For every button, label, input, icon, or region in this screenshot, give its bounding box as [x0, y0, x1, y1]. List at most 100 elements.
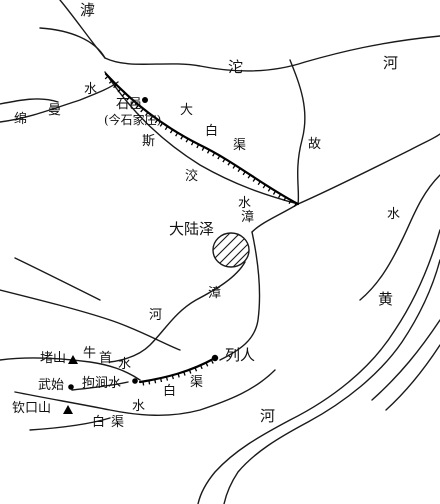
zhang-river-main	[109, 261, 246, 363]
label-shui-right: 水	[387, 207, 401, 222]
label-he-top: 河	[383, 54, 399, 72]
label-shiyi: 石邑	[116, 97, 143, 112]
huang-river-line-2	[223, 259, 440, 504]
label-shui-lower: 水	[132, 399, 146, 414]
canal-tick	[196, 144, 200, 149]
zhang-river-upper	[251, 203, 299, 233]
canal-tick	[117, 88, 122, 93]
label-lieren: 列人	[225, 346, 256, 364]
canal-tick	[267, 187, 271, 192]
canal-tick	[252, 177, 256, 182]
canal-tick	[121, 92, 126, 97]
canal-tick	[205, 362, 209, 367]
canal-tick	[140, 108, 144, 113]
canal-tick	[149, 115, 154, 120]
canal-tick	[272, 190, 277, 195]
label-zhang-mid: 漳	[208, 286, 222, 301]
canal-tick	[104, 75, 109, 80]
canal-tick	[232, 164, 236, 169]
canal-tick	[206, 149, 210, 154]
label-shui-siji: 水	[238, 196, 252, 211]
north-east-river	[297, 133, 440, 205]
canal-tick	[237, 167, 241, 173]
canal-tick	[130, 100, 135, 105]
mianman-branch	[0, 98, 59, 105]
label-mian: 绵	[14, 112, 28, 127]
label-daluze: 大陆泽	[169, 220, 215, 238]
label-dushan: 堵山	[40, 351, 67, 366]
label-bai-bottom: 白	[92, 415, 106, 430]
huang-trib-line-2	[385, 344, 440, 411]
canal-tick	[199, 364, 203, 370]
canal-tick	[212, 152, 216, 157]
wushi-marker	[68, 384, 74, 390]
label-niu: 牛	[83, 346, 97, 361]
niushou-river	[0, 357, 141, 381]
dushan-marker	[68, 355, 78, 364]
zhang-middle	[219, 231, 261, 361]
canal-tick	[227, 161, 231, 166]
he-left-river	[0, 289, 181, 351]
canal-tick	[194, 367, 198, 372]
canal-tick	[108, 80, 113, 84]
label-bai-lower: 白	[163, 384, 177, 399]
label-huang: 黄	[378, 290, 394, 308]
label-wushi: 武始	[38, 378, 65, 393]
jujian-marker	[132, 378, 138, 384]
canal-tick	[169, 129, 174, 134]
canal-tick	[217, 155, 221, 160]
canal-tick	[242, 171, 246, 176]
label-man: 曼	[48, 103, 62, 118]
canal-tick	[222, 158, 226, 163]
jujian-river	[71, 381, 129, 391]
hutuo-old-course	[289, 59, 306, 205]
canal-tick	[135, 104, 140, 109]
canal-tick	[154, 379, 157, 384]
canal-tick	[190, 141, 194, 146]
label-jujian: 拘涧水	[82, 376, 122, 391]
daluze-lake	[212, 232, 250, 268]
label-gu: 故	[308, 137, 322, 152]
canal-tick	[165, 376, 169, 381]
label-shui-niushou: 水	[118, 357, 132, 372]
canal-tick	[148, 380, 151, 385]
huang-river-line-1	[197, 229, 440, 504]
canal-tick	[283, 196, 287, 202]
canal-tick	[247, 174, 251, 179]
canal-tick	[160, 377, 163, 383]
lower-river-2	[29, 417, 111, 431]
lieren-marker	[211, 354, 219, 362]
canal-tick	[126, 96, 130, 101]
label-qu-bottom: 渠	[111, 415, 125, 430]
label-da: 大	[180, 103, 194, 118]
label-shui-mianman: 水	[84, 82, 98, 97]
canal-tick	[180, 135, 184, 140]
canal-tick	[201, 146, 205, 151]
canal-tick	[164, 126, 169, 131]
canal-tick	[293, 202, 297, 207]
canal-tick	[154, 119, 159, 124]
canal-tick	[183, 371, 186, 376]
canal-tick	[257, 181, 261, 186]
label-bai: 白	[205, 124, 219, 139]
qinkoushan-marker	[63, 405, 73, 414]
canal-tick	[171, 375, 174, 380]
label-tuo: 沱	[228, 58, 244, 76]
mianman-river	[0, 81, 119, 123]
label-hu: 滹	[80, 1, 96, 19]
canal-tick	[175, 132, 179, 137]
canal-tick	[113, 84, 117, 89]
canal-tick	[185, 138, 189, 143]
label-shiyi-note: (今石家庄)	[104, 113, 162, 127]
huang-trib-line-1	[371, 319, 440, 401]
canal-tick	[145, 112, 149, 117]
label-qu-lower: 渠	[190, 375, 204, 390]
siji-river	[104, 71, 299, 205]
canal-tick	[159, 122, 164, 127]
label-zhang-top: 漳	[241, 210, 255, 225]
shiyi-marker	[142, 97, 148, 103]
canal-tick	[142, 381, 145, 386]
label-ji: 洨	[185, 169, 199, 184]
